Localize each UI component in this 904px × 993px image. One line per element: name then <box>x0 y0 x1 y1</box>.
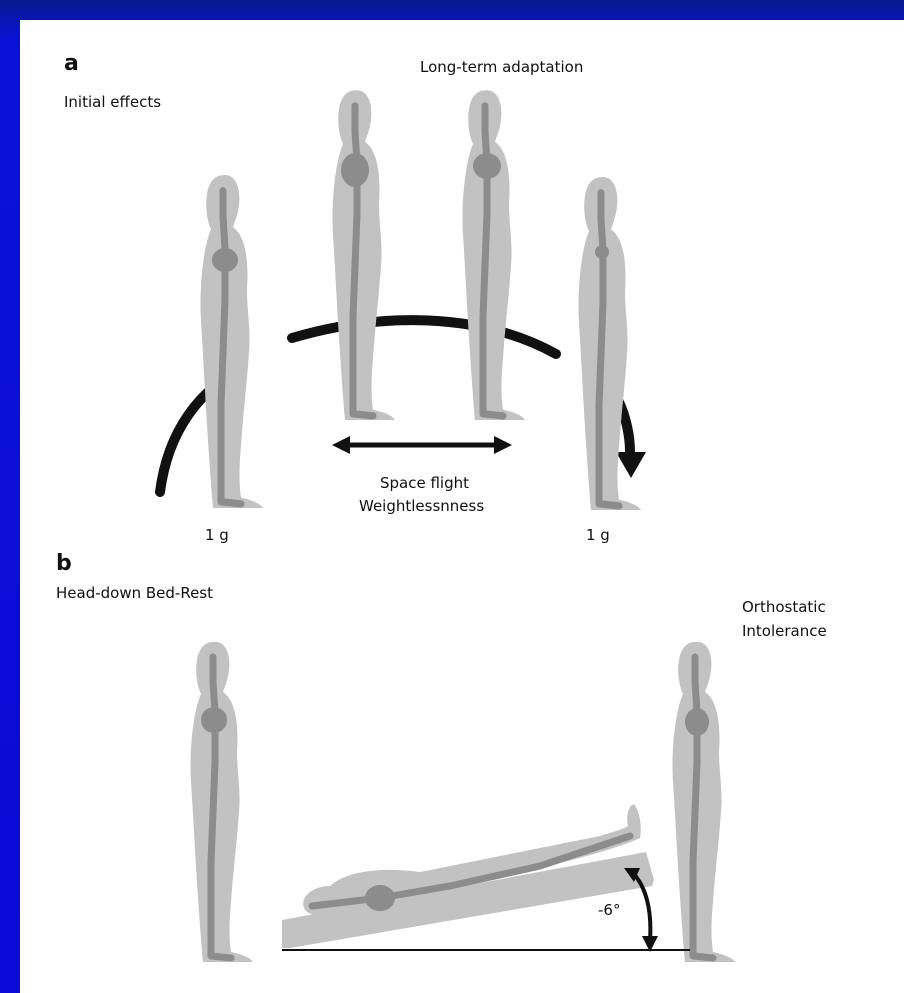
intolerance-label: Intolerance <box>742 622 827 640</box>
long-term-adaptation-label: Long-term adaptation <box>420 58 583 76</box>
figure-weightless-2 <box>462 90 525 420</box>
orthostatic-label: Orthostatic <box>742 598 826 616</box>
figure-orthostatic <box>672 642 735 962</box>
gravity-right-label: 1 g <box>586 526 610 544</box>
weightlessness-label: Weightlessnness <box>359 497 484 515</box>
initial-effects-label: Initial effects <box>64 93 161 111</box>
panel-b-letter: b <box>56 551 72 576</box>
arrow-left-icon <box>332 436 350 454</box>
gravity-left-label: 1 g <box>205 526 229 544</box>
head-down-bed-rest-label: Head-down Bed-Rest <box>56 584 213 602</box>
panel-a-letter: a <box>64 51 79 76</box>
angle-label: -6° <box>598 901 620 919</box>
space-flight-label: Space flight <box>380 474 469 492</box>
adaptation-arc-top <box>292 320 556 354</box>
arrow-right-icon <box>494 436 512 454</box>
arrowhead-down-icon <box>616 452 646 478</box>
figure-before-bedrest <box>190 642 253 962</box>
figure-weightless-1 <box>332 90 395 420</box>
figure-initial-1g <box>200 175 263 508</box>
